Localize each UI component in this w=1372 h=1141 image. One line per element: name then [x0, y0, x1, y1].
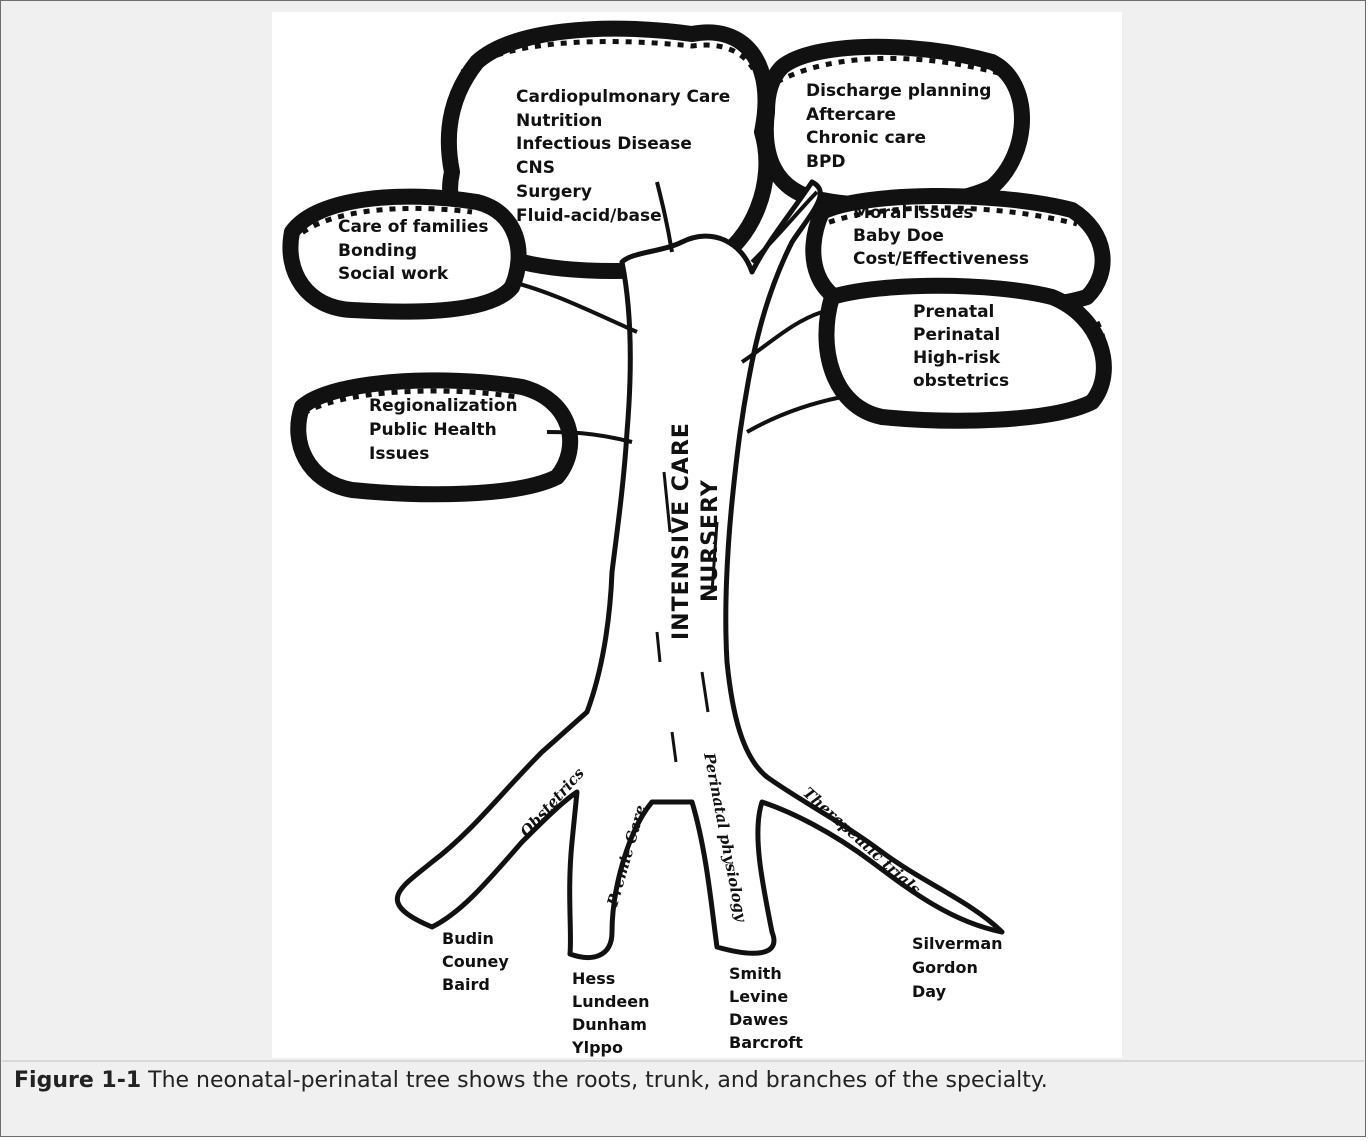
trunk-label-intensive-care: INTENSIVE CARE — [669, 422, 694, 640]
root-name: Dawes — [729, 1010, 788, 1029]
root-names-obstetrics: Budin Couney Baird — [442, 929, 509, 994]
canopy-line: Moral Issues — [853, 203, 974, 223]
tree-figure: Cardiopulmonary Care Nutrition Infectiou… — [272, 12, 1122, 1058]
root-name: Levine — [729, 987, 788, 1006]
canopy-line: Public Health — [369, 420, 497, 440]
root-name: Hess — [572, 969, 615, 988]
caption-row: Figure 1-1 The neonatal-perinatal tree s… — [2, 1060, 1364, 1136]
root-names-therapeutic-trials: Silverman Gordon Day — [912, 934, 1003, 1001]
canopy-line: Surgery — [516, 182, 592, 202]
canopy-line: Prenatal — [913, 302, 994, 322]
neonatal-perinatal-tree: Cardiopulmonary Care Nutrition Infectiou… — [272, 12, 1122, 1058]
root-name: Day — [912, 982, 947, 1001]
canopy-line: CNS — [516, 158, 555, 178]
canopy-line: Cardiopulmonary Care — [516, 87, 730, 107]
canopy-line: BPD — [806, 152, 846, 172]
root-name: Gordon — [912, 958, 978, 977]
figure-caption: Figure 1-1 The neonatal-perinatal tree s… — [14, 1068, 1048, 1093]
root-name: Barcroft — [729, 1033, 803, 1052]
root-name: Dunham — [572, 1015, 647, 1034]
canopy-line: Chronic care — [806, 128, 926, 148]
canopy-line: Nutrition — [516, 111, 602, 131]
root-name: Ylppo — [571, 1038, 623, 1057]
root-label-therapeutic-trials: Therapeutic trials — [799, 784, 924, 899]
canopy-line: Aftercare — [806, 105, 896, 125]
canopy-line: Cost/Effectiveness — [853, 249, 1029, 269]
canopy-line: High-risk — [913, 348, 1001, 368]
root-name: Couney — [442, 952, 509, 971]
figure-caption-label: Figure 1-1 — [14, 1068, 141, 1093]
canopy-line: Issues — [369, 444, 429, 464]
canopy-line: Regionalization — [369, 396, 518, 416]
canopy-line: obstetrics — [913, 371, 1009, 391]
root-name: Silverman — [912, 934, 1003, 953]
root-name: Smith — [729, 964, 782, 983]
canopy-line: Discharge planning — [806, 81, 991, 101]
canopy-line: Bonding — [338, 241, 417, 261]
root-names-premie-care: Hess Lundeen Dunham Ylppo — [571, 969, 650, 1057]
canopy-line: Perinatal — [913, 325, 1000, 345]
canopy-line: Fluid-acid/base — [516, 206, 662, 226]
root-name: Baird — [442, 975, 490, 994]
trunk-label-nursery: NURSERY — [698, 479, 723, 602]
figure-caption-text: The neonatal-perinatal tree shows the ro… — [141, 1068, 1048, 1093]
canopy-line: Social work — [338, 264, 449, 284]
canopy-line: Infectious Disease — [516, 134, 692, 154]
canopy-line: Care of families — [338, 217, 489, 237]
root-name: Budin — [442, 929, 494, 948]
root-name: Lundeen — [572, 992, 650, 1011]
root-names-perinatal-physiology: Smith Levine Dawes Barcroft — [729, 964, 803, 1052]
canopy-line: Baby Doe — [853, 226, 944, 246]
